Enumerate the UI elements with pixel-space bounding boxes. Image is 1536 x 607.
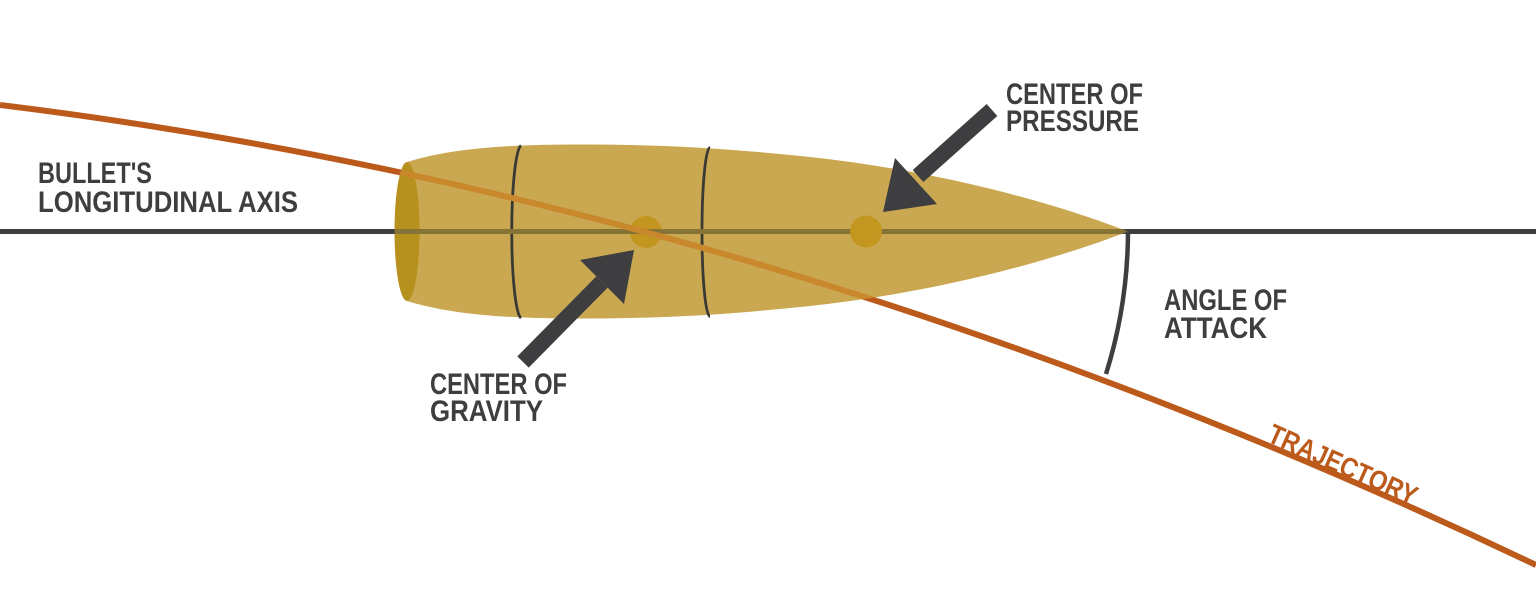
trajectory-through-bullet [394, 144, 1128, 319]
center-of-pressure-label-line1: CENTER OF [1006, 78, 1143, 111]
center-of-pressure-arrow-shaft [912, 104, 998, 182]
angle-of-attack-label-line1: ANGLE OF [1164, 284, 1287, 317]
angle-of-attack-arc [1103, 231, 1131, 375]
trajectory-label: TRAJECTORY [1264, 418, 1423, 512]
center-of-gravity-arrow-shaft [517, 276, 608, 368]
bullet-axis-label-line1: BULLET'S [38, 157, 152, 190]
center-of-gravity-label-line2: GRAVITY [430, 395, 543, 428]
center-of-gravity-label-line1: CENTER OF [430, 368, 567, 401]
center-of-pressure-arrow [883, 104, 998, 212]
center-of-gravity-arrow [517, 250, 634, 368]
center-of-pressure-label-line2: PRESSURE [1006, 105, 1139, 138]
center-of-gravity-arrowhead [580, 250, 634, 304]
center-of-pressure-arrowhead [883, 158, 937, 212]
center-of-pressure-dot [850, 215, 882, 248]
bullet-axis-label-line2: LONGITUDINAL AXIS [38, 186, 298, 219]
angle-of-attack-label-line2: ATTACK [1164, 312, 1267, 345]
